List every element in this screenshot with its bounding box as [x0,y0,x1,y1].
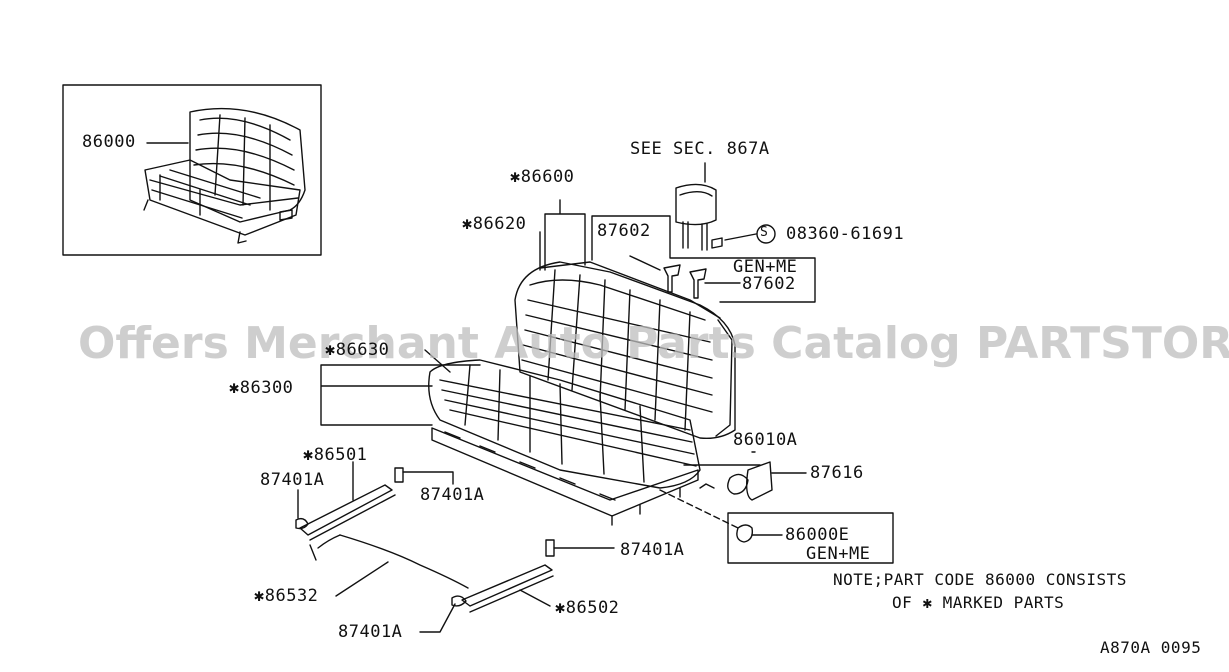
s-symbol: S [760,225,769,240]
leader-87401a-2 [402,471,454,485]
label-gen-me-1: GEN+ME [733,257,798,277]
label-86532: ✱86532 [254,586,319,606]
slide-rail-86501 [295,467,404,561]
part-87616 [745,461,773,501]
note-line-2: OF ✱ MARKED PARTS [892,593,1065,612]
guide-87602b [689,268,707,299]
leader-87602a [629,255,661,271]
screw-08360 [711,237,723,249]
knob-86000e [736,524,754,543]
part-screw [699,483,715,489]
seat-cushion-illustration [428,359,701,489]
box-87602 [591,215,816,303]
box-86000e [727,512,894,564]
slide-rail-86502 [451,539,555,613]
label-87401a-2: 87401A [420,485,485,505]
leader-08360 [724,233,757,241]
note-line-1: NOTE;PART CODE 86000 CONSISTS [833,570,1127,589]
label-87401a-3: 87401A [620,540,685,560]
seat-frame-illustration [431,427,699,526]
bracket-86300 [320,364,481,426]
label-86300: ✱86300 [229,378,294,398]
leader-87401a-4 [419,603,456,633]
label-86502: ✱86502 [555,598,620,618]
cable-86532 [339,534,469,589]
label-see-sec: SEE SEC. 867A [630,139,770,159]
label-87602-b: 87602 [742,274,796,294]
label-86010a: 86010A [733,430,798,450]
watermark-text: Offers Merchant Auto Parts Catalog PARTS… [78,318,1229,369]
inset-frame [62,84,322,256]
seat-back-illustration [514,261,736,440]
leader-86630 [424,349,451,373]
label-08360-61691: 08360-61691 [786,224,905,244]
s-circle [756,224,776,244]
dashline-86000e [659,489,739,529]
inset-seat-illustration [143,107,306,244]
label-86620: ✱86620 [462,214,527,234]
leader-86502 [519,589,551,607]
label-86600: ✱86600 [510,167,575,187]
label-86000: 86000 [82,132,136,152]
guide-87602a [663,264,681,293]
label-87616: 87616 [810,463,864,483]
label-gen-me-2: GEN+ME [806,544,871,564]
label-87602-a: 87602 [597,221,651,241]
label-87401a-1: 87401A [260,470,325,490]
bracket-86600 [544,199,586,271]
label-86630: ✱86630 [325,340,390,360]
label-86501: ✱86501 [303,445,368,465]
label-87401a-4: 87401A [338,622,403,642]
headrest-illustration [675,183,717,251]
part-86010a [727,451,756,495]
leader-86532 [335,561,389,597]
label-86000e: 86000E [785,525,850,545]
diagram-code: A870A 0095 [1100,638,1202,657]
